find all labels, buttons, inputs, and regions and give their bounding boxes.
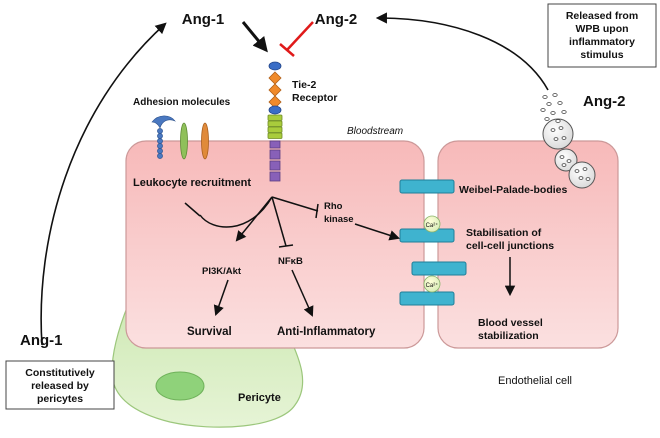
calcium-ion bbox=[423, 215, 441, 233]
rho-kinase-label: Rho bbox=[324, 201, 343, 212]
adhesion-molecules-label: Adhesion molecules bbox=[133, 97, 231, 108]
leukocyte-label: Leukocyte recruitment bbox=[133, 177, 251, 189]
wpb-release-box bbox=[547, 3, 657, 68]
const-box-line: pericytes bbox=[37, 393, 83, 405]
leukocyte-inhibition-curve bbox=[199, 196, 273, 228]
calcium-ion bbox=[423, 275, 441, 293]
wpb-release-text: Released from WPB upon inflammatory stim… bbox=[566, 10, 638, 61]
constitutive-release-box bbox=[5, 360, 115, 410]
wpb-box-line: Released from bbox=[566, 10, 638, 22]
const-box-line: Constitutively bbox=[25, 367, 95, 379]
junction-protein bbox=[399, 228, 455, 243]
survival-label: Survival bbox=[187, 326, 232, 338]
rho-inhibition-bar bbox=[315, 203, 319, 219]
blood-vessel-label: Blood vessel bbox=[478, 317, 543, 329]
calcium-label: Ca²⁺ bbox=[426, 282, 439, 289]
junction-protein bbox=[411, 261, 467, 276]
calcium-label: Ca²⁺ bbox=[426, 222, 439, 229]
selectin-molecule bbox=[151, 115, 176, 159]
pi3k-arrow bbox=[235, 196, 273, 242]
nfkb-inhibition-line bbox=[271, 196, 287, 247]
ang2-right-label: Ang-2 bbox=[583, 93, 626, 110]
wpb-vesicle bbox=[554, 148, 578, 172]
ang1-left-label: Ang-1 bbox=[20, 332, 63, 349]
nfkb-label: NFκB bbox=[278, 256, 303, 267]
wpb-vesicle bbox=[542, 118, 574, 150]
pericyte-nucleus bbox=[155, 371, 205, 401]
ang2-top-label: Ang-2 bbox=[315, 11, 358, 28]
pi3k-label: PI3K/Akt bbox=[202, 266, 242, 277]
junction-arrow bbox=[354, 223, 400, 241]
anti-inflammatory-arrow bbox=[291, 269, 314, 317]
stabilisation-label: Stabilisation of bbox=[466, 227, 542, 239]
ang2-release-arrow bbox=[375, 12, 549, 91]
wpb-box-line: inflammatory bbox=[569, 36, 635, 48]
bloodstream-label: Bloodstream bbox=[347, 126, 403, 137]
junction-protein bbox=[399, 179, 455, 194]
wpb-box-line: stimulus bbox=[580, 49, 623, 61]
tie2-receptor bbox=[267, 61, 283, 182]
adhesion-molecules bbox=[151, 115, 209, 160]
rho-kinase-label: kinase bbox=[324, 214, 354, 225]
junction-protein bbox=[399, 291, 455, 306]
rho-inhibition-line bbox=[271, 196, 319, 212]
ang1-release-arrow bbox=[40, 22, 167, 346]
endothelial-cell-label: Endothelial cell bbox=[498, 375, 572, 387]
leukocyte-inhibition-bar bbox=[184, 202, 201, 217]
tie2-label: Receptor bbox=[292, 92, 338, 104]
anti-inflammatory-label: Anti-Inflammatory bbox=[277, 326, 376, 338]
constitutive-release-text: Constitutively released by pericytes bbox=[25, 367, 95, 405]
weibel-palade-vesicles bbox=[540, 93, 596, 189]
const-box-line: released by bbox=[31, 380, 89, 392]
adhesion-molecule-green bbox=[180, 122, 188, 160]
stabilisation-label: cell-cell junctions bbox=[466, 240, 554, 252]
ang1-activation-arrow bbox=[241, 21, 268, 53]
signaling-arrows bbox=[184, 196, 516, 317]
wpb-vesicle bbox=[568, 161, 596, 189]
survival-arrow bbox=[213, 279, 229, 316]
tie2-label: Tie-2 bbox=[292, 79, 316, 91]
wpb-box-line: WPB upon bbox=[575, 23, 628, 35]
released-ang2-particles bbox=[540, 93, 567, 123]
weibel-palade-label: Weibel-Palade-bodies bbox=[459, 184, 567, 196]
ang1-top-label: Ang-1 bbox=[182, 11, 225, 28]
ang2-inhibition bbox=[279, 21, 314, 57]
endothelial-cell-right bbox=[437, 140, 619, 349]
nfkb-inhibition-bar bbox=[278, 244, 294, 248]
pericyte-label: Pericyte bbox=[238, 392, 281, 404]
junction-proteins bbox=[399, 179, 467, 306]
blood-vessel-label: stabilization bbox=[478, 330, 539, 342]
adhesion-molecule-orange bbox=[201, 122, 209, 160]
